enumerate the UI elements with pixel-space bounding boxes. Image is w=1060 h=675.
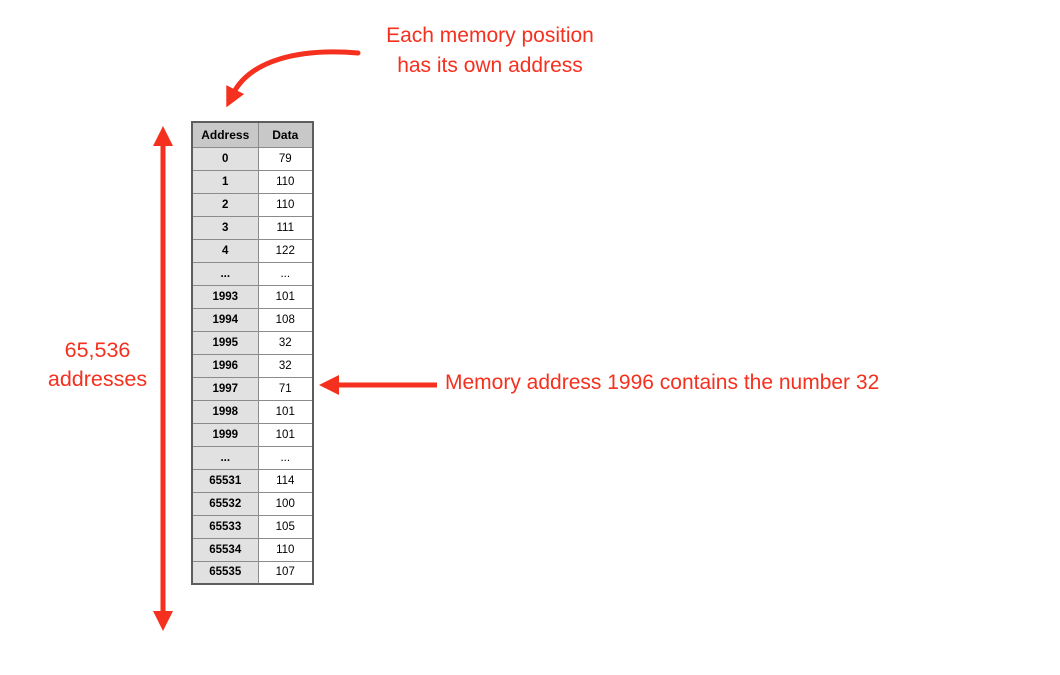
address-cell: 1999 xyxy=(191,422,259,447)
data-cell: 110 xyxy=(257,169,314,194)
top-annotation-line1: Each memory position xyxy=(386,24,594,47)
data-cell: 108 xyxy=(257,307,314,332)
address-cell: 65532 xyxy=(191,491,259,516)
address-cell: 4 xyxy=(191,238,259,263)
address-cell: 1995 xyxy=(191,330,259,355)
address-count-line1: 65,536 xyxy=(64,338,131,362)
address-cell: 1994 xyxy=(191,307,259,332)
memory-table-head: Address Data xyxy=(191,121,314,148)
data-cell: 110 xyxy=(257,537,314,562)
data-cell: 122 xyxy=(257,238,314,263)
table-row: ...... xyxy=(191,445,314,470)
data-cell: 32 xyxy=(257,330,314,355)
address-cell: 3 xyxy=(191,215,259,240)
address-cell: ... xyxy=(191,261,259,286)
data-cell: 101 xyxy=(257,399,314,424)
address-count-annotation: 65,536 addresses xyxy=(25,336,170,394)
table-row: ...... xyxy=(191,261,314,286)
data-cell: 110 xyxy=(257,192,314,217)
top-annotation-line2: has its own address xyxy=(397,54,583,77)
data-cell: 101 xyxy=(257,284,314,309)
address-cell: 1996 xyxy=(191,353,259,378)
address-cell: 65533 xyxy=(191,514,259,539)
data-cell: 111 xyxy=(257,215,314,240)
address-count-line2: addresses xyxy=(47,367,148,391)
data-cell: 32 xyxy=(257,353,314,378)
address-cell: 1993 xyxy=(191,284,259,309)
address-cell: 1 xyxy=(191,169,259,194)
top-annotation: Each memory position has its own address xyxy=(340,21,640,81)
header-row: Address Data xyxy=(191,121,314,148)
data-cell: 105 xyxy=(257,514,314,539)
address-cell: 1998 xyxy=(191,399,259,424)
address-cell: 65535 xyxy=(191,560,259,585)
data-cell: 100 xyxy=(257,491,314,516)
data-cell: 114 xyxy=(257,468,314,493)
address-cell: 2 xyxy=(191,192,259,217)
data-cell: ... xyxy=(257,445,314,470)
data-cell: 79 xyxy=(257,146,314,171)
address-cell: 65531 xyxy=(191,468,259,493)
data-cell: ... xyxy=(257,261,314,286)
data-cell: 107 xyxy=(257,560,314,585)
data-cell: 101 xyxy=(257,422,314,447)
address-1996-annotation: Memory address 1996 contains the number … xyxy=(445,371,880,394)
address-cell: 0 xyxy=(191,146,259,171)
address-column-header: Address xyxy=(191,121,259,148)
address-cell: ... xyxy=(191,445,259,470)
address-cell: 65534 xyxy=(191,537,259,562)
data-cell: 71 xyxy=(257,376,314,401)
address-cell: 1997 xyxy=(191,376,259,401)
data-column-header: Data xyxy=(257,121,314,148)
